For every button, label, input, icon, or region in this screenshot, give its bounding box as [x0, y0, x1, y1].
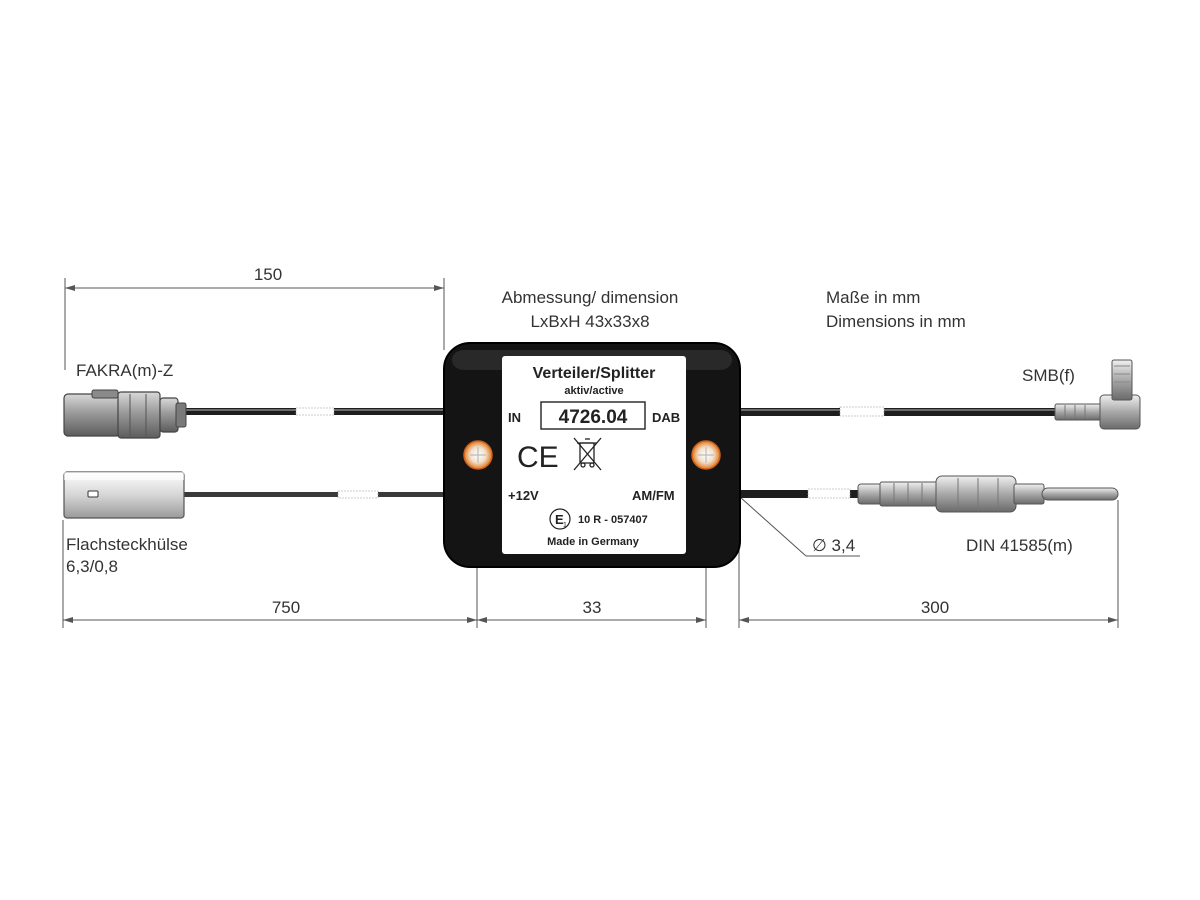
svg-text:E: E [555, 512, 564, 527]
mounting-screws [463, 440, 721, 470]
svg-text:1: 1 [563, 522, 567, 529]
flachsteck-size-label: 6,3/0,8 [66, 557, 118, 576]
dimension-33: 33 [583, 598, 602, 617]
e-mark-icon: E 1 [549, 508, 571, 530]
cables [182, 406, 1056, 499]
smb-connector [1054, 359, 1141, 430]
dimension-300: 300 [921, 598, 949, 617]
units-label-en: Dimensions in mm [826, 312, 966, 331]
part-number-box [540, 401, 646, 430]
dimension-150: 150 [254, 265, 282, 284]
smb-label: SMB(f) [1022, 366, 1075, 385]
part-number: 4726.04 [559, 407, 628, 428]
din-label: DIN 41585(m) [966, 536, 1073, 555]
port-dab-label: DAB [652, 410, 680, 425]
dimension-arrows [63, 285, 1118, 623]
dimension-750: 750 [272, 598, 300, 617]
din-connector [857, 475, 1119, 513]
dimension-title: Abmessung/ dimension [502, 288, 679, 307]
device-title: Verteiler/Splitter [533, 365, 656, 382]
flachsteck-label: Flachsteckhülse [66, 535, 188, 554]
dimension-size: LxBxH 43x33x8 [530, 312, 649, 331]
ce-mark: CE [517, 441, 559, 474]
fakra-connector [63, 389, 187, 439]
device-subtitle: aktiv/active [564, 385, 623, 397]
weee-bin-icon [573, 437, 602, 471]
units-label-de: Maße in mm [826, 288, 920, 307]
port-in-label: IN [508, 410, 521, 425]
flat-connector [63, 471, 185, 519]
port-amfm-label: AM/FM [632, 488, 675, 503]
approval-number: 10 R - 057407 [578, 514, 648, 526]
diameter-label: ∅ 3,4 [812, 536, 855, 555]
fakra-label: FAKRA(m)-Z [76, 361, 173, 380]
made-in-label: Made in Germany [547, 536, 640, 548]
port-power-label: +12V [508, 488, 539, 503]
